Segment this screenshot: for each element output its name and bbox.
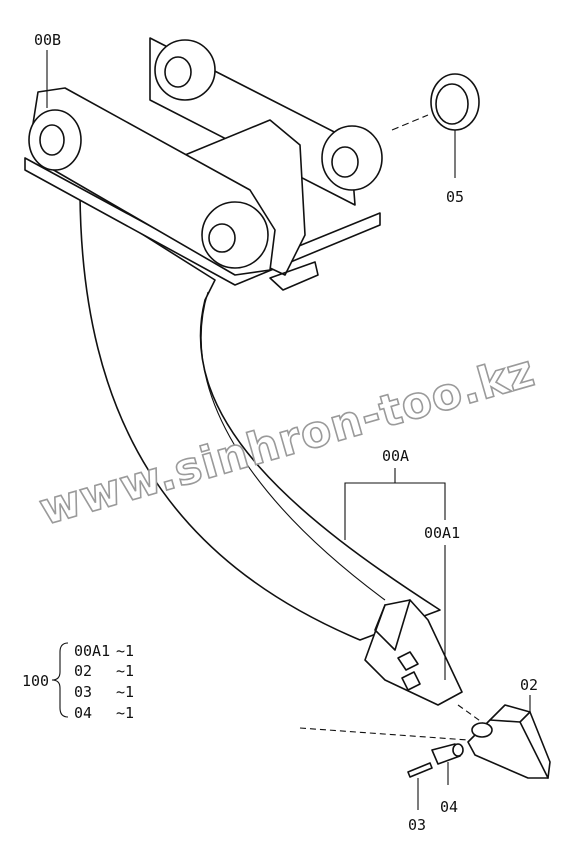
pin-boss-front-left bbox=[28, 109, 82, 171]
lock bbox=[431, 743, 464, 785]
kit-row-part: 02 bbox=[74, 662, 92, 680]
seal-ring bbox=[391, 73, 480, 178]
pin-boss-rear-right bbox=[321, 125, 383, 191]
kit-row-qty: ~1 bbox=[116, 642, 134, 660]
pin-boss-rear-left bbox=[154, 39, 216, 101]
label-04: 04 bbox=[440, 798, 458, 816]
label-00A1: 00A1 bbox=[424, 524, 460, 542]
label-00B: 00B bbox=[34, 31, 61, 49]
ripper-shank bbox=[79, 194, 441, 641]
kit-row-qty: ~1 bbox=[116, 683, 134, 701]
mounting-bracket bbox=[24, 37, 383, 291]
pin bbox=[407, 762, 433, 810]
kit-number: 100 bbox=[22, 672, 49, 690]
kit-row-qty: ~1 bbox=[116, 662, 134, 680]
pin-boss-front-right bbox=[201, 201, 269, 269]
kit-row-part: 00A1 bbox=[74, 642, 110, 660]
leader-00A bbox=[344, 468, 446, 680]
label-05: 05 bbox=[446, 188, 464, 206]
ripper-point bbox=[467, 695, 551, 779]
label-03: 03 bbox=[408, 816, 426, 834]
label-02: 02 bbox=[520, 676, 538, 694]
kit-list: 00A1 ~1 02 ~1 03 ~1 04 ~1 bbox=[74, 642, 134, 722]
kit-row-part: 04 bbox=[74, 704, 92, 722]
kit-row-part: 03 bbox=[74, 683, 92, 701]
kit-row-qty: ~1 bbox=[116, 704, 134, 722]
kit-brace bbox=[51, 642, 69, 718]
label-00A: 00A bbox=[382, 447, 409, 465]
